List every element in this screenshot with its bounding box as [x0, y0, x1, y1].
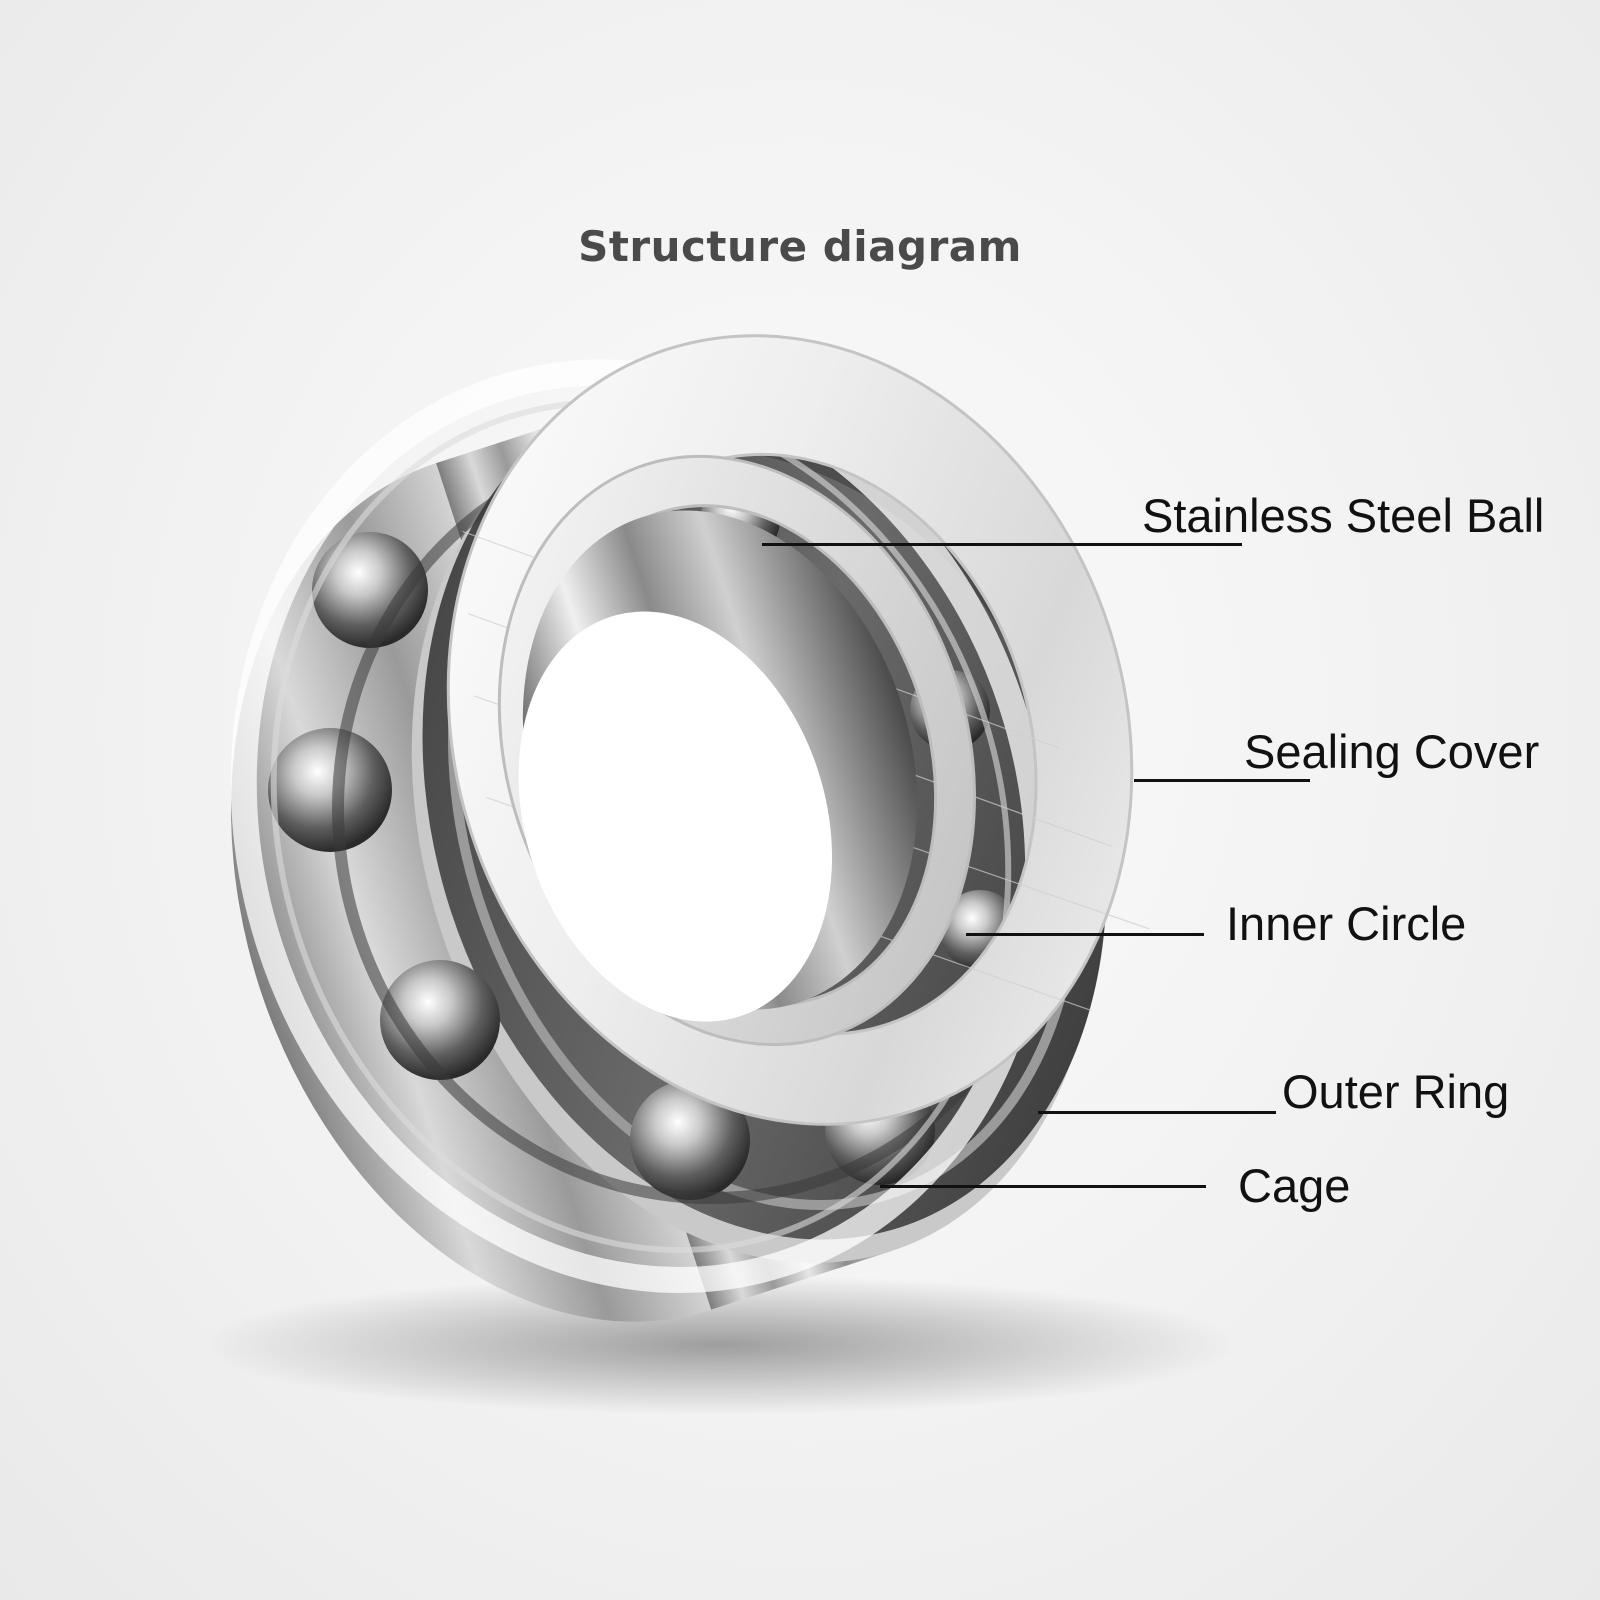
label-sealing-cover: Sealing Cover: [1244, 725, 1540, 778]
outer-ring-lip: [230, 359, 1052, 1293]
leader-line-cover: [1134, 779, 1310, 782]
label-outer-ring: Outer Ring: [1282, 1065, 1510, 1118]
label-inner-circle: Inner Circle: [1226, 897, 1467, 950]
leader-line-ball: [762, 543, 1242, 546]
steel-ball: [268, 728, 392, 852]
leader-line-outer: [1038, 1111, 1276, 1114]
steel-ball: [380, 960, 500, 1080]
leader-line-inner: [966, 933, 1204, 936]
steel-ball: [630, 1080, 750, 1200]
bore: [518, 510, 918, 1022]
label-stainless-steel-ball: Stainless Steel Ball: [1142, 489, 1545, 542]
bearing-shadow: [200, 1275, 1240, 1415]
steel-ball: [312, 532, 428, 648]
label-cage: Cage: [1238, 1159, 1351, 1212]
leader-line-cage: [880, 1185, 1206, 1188]
diagram-title: Structure diagram: [578, 222, 1022, 271]
